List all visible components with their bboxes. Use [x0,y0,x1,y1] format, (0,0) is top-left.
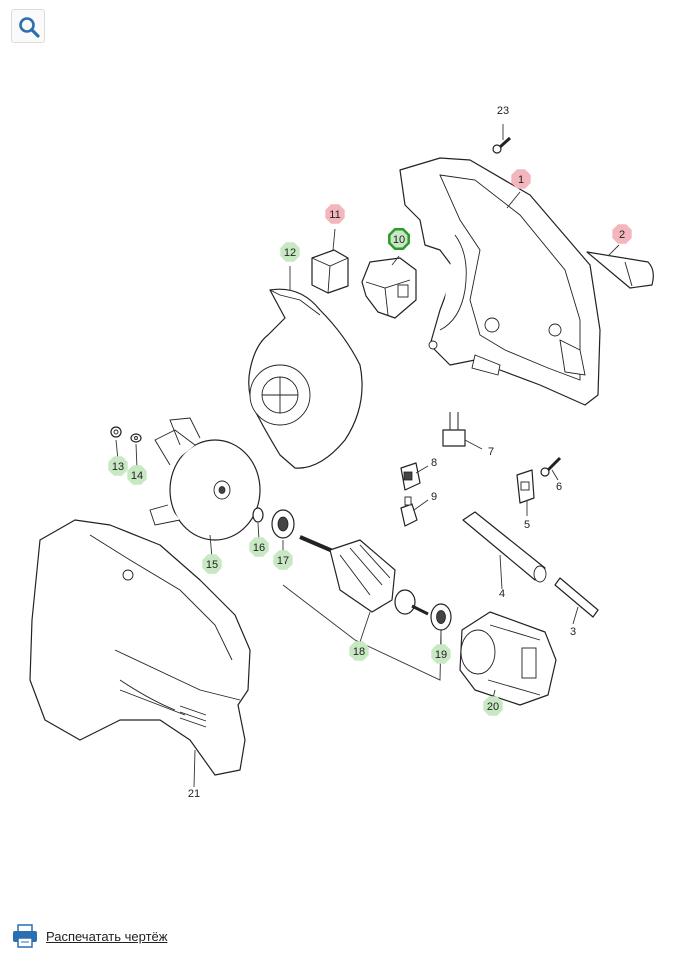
part-tag-17[interactable]: 17 [273,550,293,570]
part-tag-9: 9 [431,491,437,503]
part-tag-badge [612,224,632,244]
part-12-fan-baffle [248,288,363,469]
part-number-label: 14 [131,470,143,482]
part-20-stator [459,611,557,706]
part-number-label: 17 [277,555,289,567]
part-tag-badge [388,228,410,250]
part-tag-badge [273,550,293,570]
part-tag-16[interactable]: 16 [249,537,269,557]
part-tag-4: 4 [499,588,505,600]
part-number-label: 11 [329,209,340,221]
part-17-bearing [271,509,295,539]
part-tag-18[interactable]: 18 [349,641,369,661]
part-number-label: 12 [284,247,296,259]
part-number-label: 1 [518,174,524,186]
part-6-screw [540,456,562,477]
part-2-cover [586,251,654,289]
part-tag-7: 7 [488,446,494,458]
print-drawing-row[interactable]: Распечатать чертёж [12,920,167,952]
part-tag-21: 21 [188,788,200,800]
part-number-label: 5 [524,519,530,531]
part-23-screw [492,136,512,154]
part-tag-badge [280,242,300,262]
part-tag-14[interactable]: 14 [127,465,147,485]
search-icon [19,17,40,38]
part-10-switch [361,257,417,319]
part-tag-5: 5 [524,519,530,531]
part-number-label: 4 [499,588,505,600]
part-tag-13[interactable]: 13 [108,456,128,476]
search-button[interactable] [11,9,45,43]
part-11-brush-block [311,249,349,294]
part-tag-badge [108,456,128,476]
part-15-fan [149,417,261,541]
part-number-label: 3 [570,626,576,638]
part-tag-3: 3 [570,626,576,638]
part-number-label: 16 [253,542,265,554]
part-7-suppressor [442,412,466,447]
part-3-cord [554,577,599,618]
part-9-carbon-brush [400,496,418,527]
part-21-housing [29,519,251,776]
part-tag-10[interactable]: 10 [388,228,410,250]
part-18-armature [299,535,429,616]
part-tag-1[interactable]: 1 [511,169,531,189]
part-tag-badge [249,537,269,557]
part-number-label: 10 [393,234,405,246]
part-tag-badge [325,204,345,224]
part-14-washer [130,433,142,443]
part-number-label: 21 [188,788,200,800]
part-tag-badge [511,169,531,189]
part-19-bearing [430,603,452,631]
part-tag-badge [202,554,222,574]
print-drawing-link[interactable]: Распечатать чертёж [46,928,168,944]
part-tag-8: 8 [431,457,437,469]
part-number-label: 20 [487,701,499,713]
part-tag-19[interactable]: 19 [431,644,451,664]
part-16-washer [252,507,264,523]
part-number-label: 15 [206,559,218,571]
part-tag-badge [127,465,147,485]
part-tag-badge [349,641,369,661]
part-tag-20[interactable]: 20 [483,696,503,716]
part-number-label: 6 [556,481,562,493]
part-number-label: 7 [488,446,494,458]
part-number-label: 18 [353,646,365,658]
part-5-cord-clamp [516,469,535,504]
part-13-nut [110,426,122,438]
part-number-label: 13 [112,461,124,473]
part-4-cord-guard [462,511,547,583]
part-number-label: 2 [619,229,625,241]
part-number-label: 8 [431,457,437,469]
part-tag-6: 6 [556,481,562,493]
part-8-brush-holder [400,462,421,491]
part-tag-badge [431,644,451,664]
part-tag-badge [483,696,503,716]
part-tag-12[interactable]: 12 [280,242,300,262]
part-tag-11[interactable]: 11 [325,204,345,224]
part-tag-15[interactable]: 15 [202,554,222,574]
printer-icon [13,924,37,948]
part-number-label: 9 [431,491,437,503]
part-tag-23: 23 [497,105,509,117]
part-number-label: 19 [435,649,447,661]
part-1-housing-half [399,157,601,406]
part-number-label: 23 [497,105,509,117]
part-tag-2[interactable]: 2 [612,224,632,244]
